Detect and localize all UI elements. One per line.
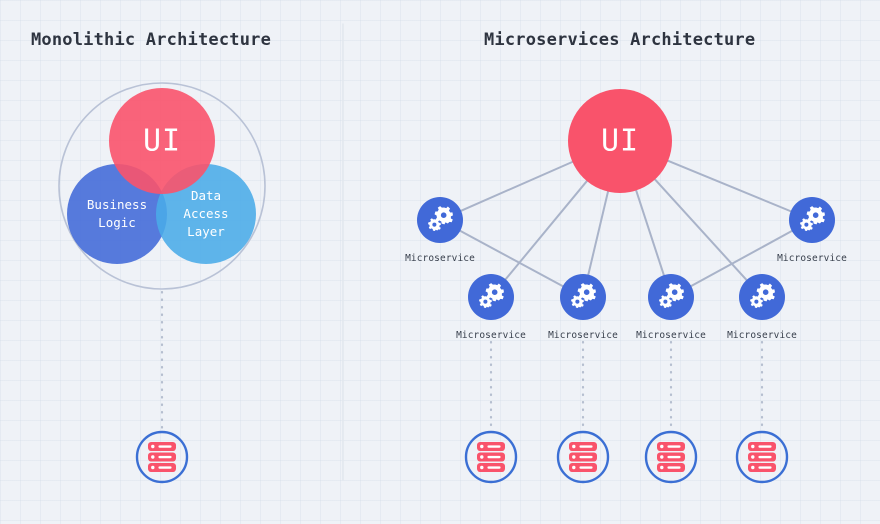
monolith-lobe-label-business-logic: Business Logic bbox=[86, 197, 148, 230]
monolith-lobe-label-data-access-layer: Data Access Layer bbox=[183, 188, 229, 239]
monolith-group bbox=[58, 82, 266, 290]
microservice-database bbox=[556, 430, 610, 484]
edge-ui-to-ms-b3 bbox=[634, 188, 666, 278]
server-stack-icon bbox=[148, 442, 176, 472]
edge-ms-left-to-ms-b2 bbox=[458, 229, 565, 288]
microservices-panel-title: Microservices Architecture bbox=[484, 30, 756, 50]
microservice-node bbox=[417, 197, 463, 243]
microservice-database bbox=[464, 430, 518, 484]
database-ring bbox=[135, 430, 189, 484]
edge-ui-to-ms-b2 bbox=[587, 189, 610, 277]
monolithic-panel-title: Monolithic Architecture bbox=[31, 30, 272, 50]
microservice-node-label: Microservice bbox=[548, 330, 618, 341]
microservice-database bbox=[644, 430, 698, 484]
microservice-node bbox=[789, 197, 835, 243]
database-ring bbox=[556, 430, 610, 484]
edge-ui-to-ms-b1 bbox=[504, 179, 589, 282]
monolith-database bbox=[135, 430, 189, 484]
edge-ui-to-ms-b4 bbox=[653, 177, 749, 282]
database-ring bbox=[464, 430, 518, 484]
server-stack-icon bbox=[748, 442, 776, 472]
microservice-node-label: Microservice bbox=[456, 330, 526, 341]
microservice-database bbox=[735, 430, 789, 484]
microservices-ui-label: UI bbox=[600, 123, 640, 159]
server-stack-icon bbox=[657, 442, 685, 472]
microservices-ui-circle bbox=[568, 89, 672, 193]
microservice-node-label: Microservice bbox=[405, 253, 475, 264]
server-stack-icon bbox=[477, 442, 505, 472]
microservice-node-label: Microservice bbox=[777, 253, 847, 264]
edge-ui-to-ms-left bbox=[459, 160, 575, 213]
monolith-boundary-ring bbox=[58, 82, 266, 290]
database-links bbox=[160, 290, 764, 430]
server-stack-icon bbox=[569, 442, 597, 472]
microservice-node-label: Microservice bbox=[636, 330, 706, 341]
microservice-edges bbox=[458, 159, 794, 288]
database-ring bbox=[735, 430, 789, 484]
monolith-ui-circle bbox=[109, 88, 215, 194]
microservice-node bbox=[648, 274, 694, 320]
monolith-ui-label: UI bbox=[142, 123, 182, 159]
database-ring bbox=[644, 430, 698, 484]
microservice-node bbox=[468, 274, 514, 320]
microservice-node bbox=[560, 274, 606, 320]
edge-ui-to-ms-right bbox=[666, 159, 793, 213]
database-nodes bbox=[135, 430, 789, 484]
microservice-nodes bbox=[417, 89, 835, 320]
microservice-node-label: Microservice bbox=[727, 330, 797, 341]
edge-ms-right-to-ms-b3 bbox=[689, 229, 794, 288]
microservice-node bbox=[739, 274, 785, 320]
